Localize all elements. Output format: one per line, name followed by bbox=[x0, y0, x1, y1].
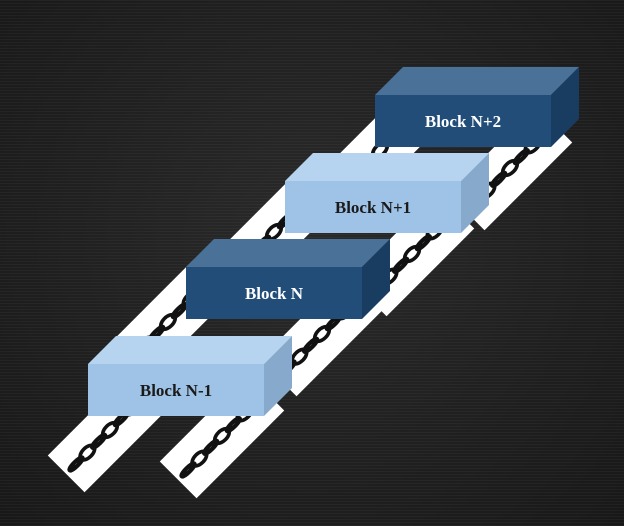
block-top-face bbox=[285, 153, 489, 181]
block-side-face bbox=[551, 67, 579, 147]
block-3: Block N+2 bbox=[375, 67, 579, 147]
block-top-face bbox=[375, 67, 579, 95]
block-front-face bbox=[88, 364, 264, 416]
block-label: Block N bbox=[245, 284, 304, 303]
block-front-face bbox=[285, 181, 461, 233]
block-side-face bbox=[461, 153, 489, 233]
block-front-face bbox=[186, 267, 362, 319]
block-2: Block N+1 bbox=[285, 153, 489, 233]
block-side-face bbox=[264, 336, 292, 416]
block-label: Block N+2 bbox=[425, 112, 501, 131]
block-label: Block N-1 bbox=[140, 381, 212, 400]
block-label: Block N+1 bbox=[335, 198, 411, 217]
block-top-face bbox=[88, 336, 292, 364]
block-top-face bbox=[186, 239, 390, 267]
block-front-face bbox=[375, 95, 551, 147]
block-0: Block N-1 bbox=[88, 336, 292, 416]
block-1: Block N bbox=[186, 239, 390, 319]
block-side-face bbox=[362, 239, 390, 319]
